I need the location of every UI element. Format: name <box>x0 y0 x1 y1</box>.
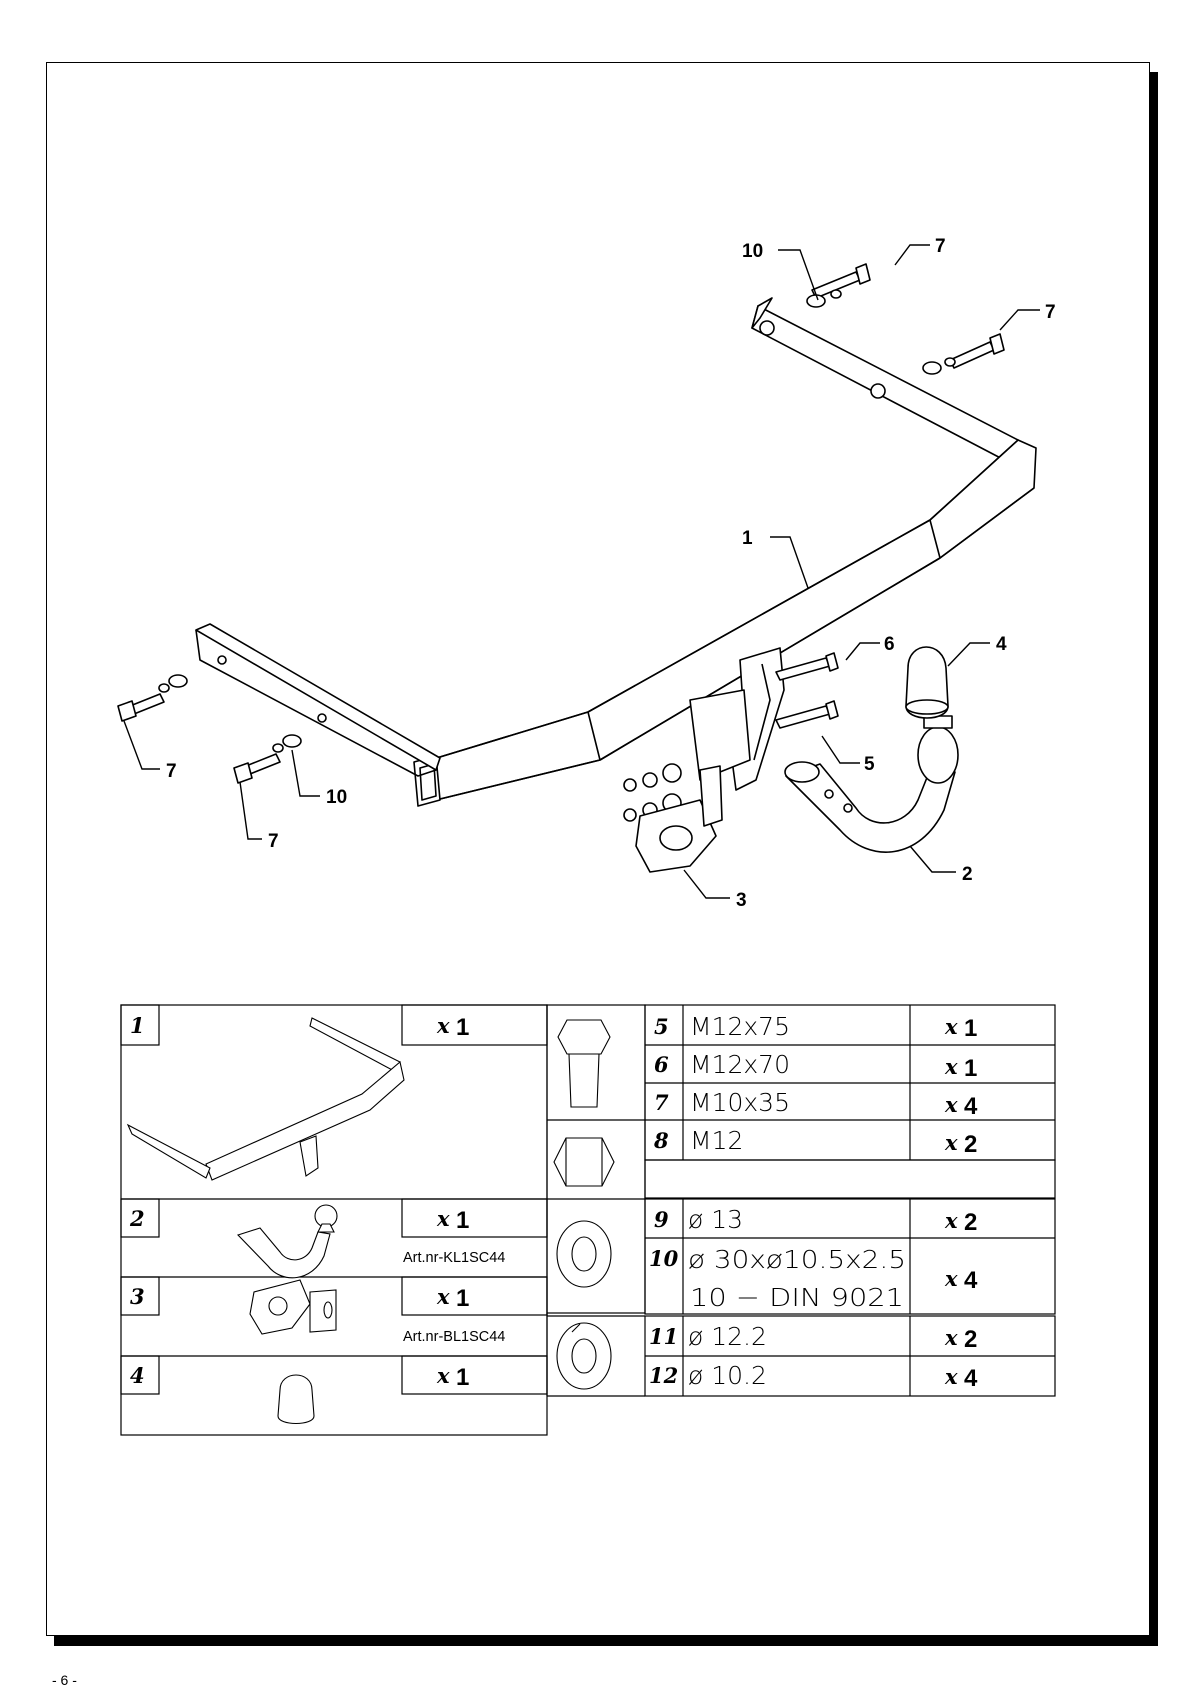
callout-10-top: 10 <box>742 241 763 262</box>
callout-7-left-2: 7 <box>268 831 279 852</box>
part-8-number: 8 <box>653 1128 669 1153</box>
part-3-qty: 1 <box>456 1285 469 1312</box>
part-6-spec: M12x70 <box>690 1050 790 1079</box>
part-9-number: 9 <box>654 1207 669 1232</box>
part-4-qty-x: x <box>436 1363 450 1388</box>
part-2-qty: 1 <box>456 1207 469 1234</box>
part-6-number: 6 <box>654 1052 669 1077</box>
part-7-qty-x: x <box>944 1092 958 1117</box>
part-8-qty-x: x <box>944 1130 958 1155</box>
parts-table <box>120 1004 1056 1436</box>
callout-1: 1 <box>742 528 753 549</box>
part-1-number: 1 <box>130 1013 145 1038</box>
part-8-spec: M12 <box>690 1126 743 1155</box>
part-10-number: 10 <box>649 1246 679 1271</box>
callout-5: 5 <box>864 754 875 775</box>
part-3-number: 3 <box>130 1284 145 1309</box>
part-12-qty-x: x <box>944 1364 958 1389</box>
part-10-standard: 10 − DIN 9021 <box>690 1283 904 1312</box>
part-12-spec: ø 10.2 <box>688 1361 767 1390</box>
callout-7-left-1: 7 <box>166 761 177 782</box>
part-11-number: 11 <box>649 1324 678 1349</box>
callout-4: 4 <box>996 634 1007 655</box>
table-thumbnails <box>126 1017 615 1425</box>
part-6-qty: 1 <box>964 1055 977 1082</box>
callout-7-top-1: 7 <box>935 236 946 257</box>
part-5-spec: M12x75 <box>690 1012 790 1041</box>
part-3-qty-x: x <box>436 1284 450 1309</box>
part-5-qty-x: x <box>944 1014 958 1039</box>
part-12-qty: 4 <box>964 1365 978 1392</box>
page-number: - 6 - <box>52 1672 77 1688</box>
part-4-number: 4 <box>130 1363 145 1388</box>
part-5-qty: 1 <box>964 1015 977 1042</box>
callout-6: 6 <box>884 634 895 655</box>
part-2-article-number: Art.nr-KL1SC44 <box>403 1250 505 1266</box>
part-3-article-number: Art.nr-BL1SC44 <box>403 1329 505 1345</box>
callout-10-left: 10 <box>326 787 347 808</box>
part-1-qty-x: x <box>436 1013 450 1038</box>
part-11-qty-x: x <box>944 1325 958 1350</box>
part-9-qty: 2 <box>964 1209 977 1236</box>
part-10-qty-x: x <box>944 1266 958 1291</box>
part-10-qty: 4 <box>964 1267 978 1294</box>
part-7-spec: M10x35 <box>690 1088 790 1117</box>
part-9-spec: ø 13 <box>688 1205 743 1234</box>
part-1-qty: 1 <box>456 1014 469 1041</box>
part-2-qty-x: x <box>436 1206 450 1231</box>
part-7-qty: 4 <box>964 1093 978 1120</box>
part-11-qty: 2 <box>964 1326 977 1353</box>
callout-3: 3 <box>736 890 747 911</box>
part-7-number: 7 <box>654 1090 669 1115</box>
part-10-spec: ø 30xø10.5x2.5 <box>688 1245 906 1274</box>
part-5-number: 5 <box>654 1014 669 1039</box>
part-6-qty-x: x <box>944 1054 958 1079</box>
part-2-number: 2 <box>129 1206 145 1231</box>
callout-7-top-2: 7 <box>1045 302 1056 323</box>
leader-lines <box>123 244 1040 899</box>
part-9-qty-x: x <box>944 1208 958 1233</box>
part-8-qty: 2 <box>964 1131 977 1158</box>
callout-2: 2 <box>962 864 973 885</box>
part-12-number: 12 <box>649 1363 678 1388</box>
part-11-spec: ø 12.2 <box>688 1322 767 1351</box>
part-4-qty: 1 <box>456 1364 469 1391</box>
tow-bar-assembly-drawing <box>117 263 1037 873</box>
